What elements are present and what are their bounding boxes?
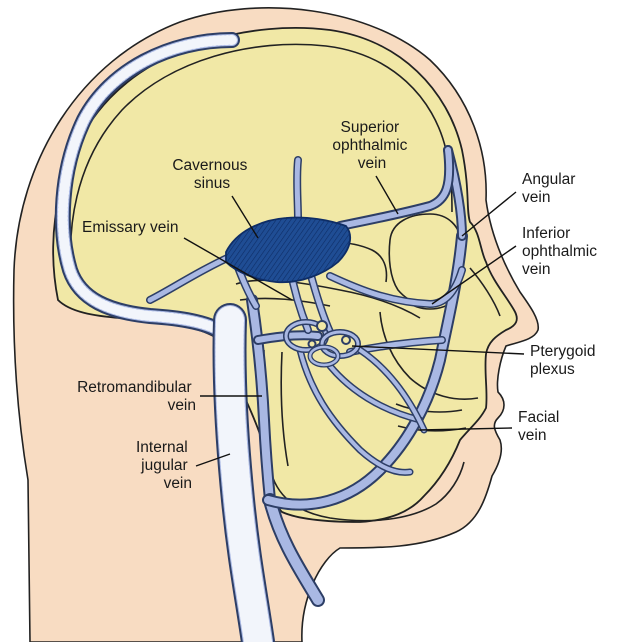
label-pterygoid-plexus: Pterygoid plexus xyxy=(530,343,600,378)
label-emissary-vein: Emissary vein xyxy=(82,219,178,236)
label-facial-vein: Facial vein xyxy=(518,409,564,444)
label-angular-vein: Angular vein xyxy=(522,171,580,206)
upward-vein xyxy=(297,160,298,220)
label-inferior-ophthalmic-vein: Inferior ophthalmic vein xyxy=(522,225,601,278)
